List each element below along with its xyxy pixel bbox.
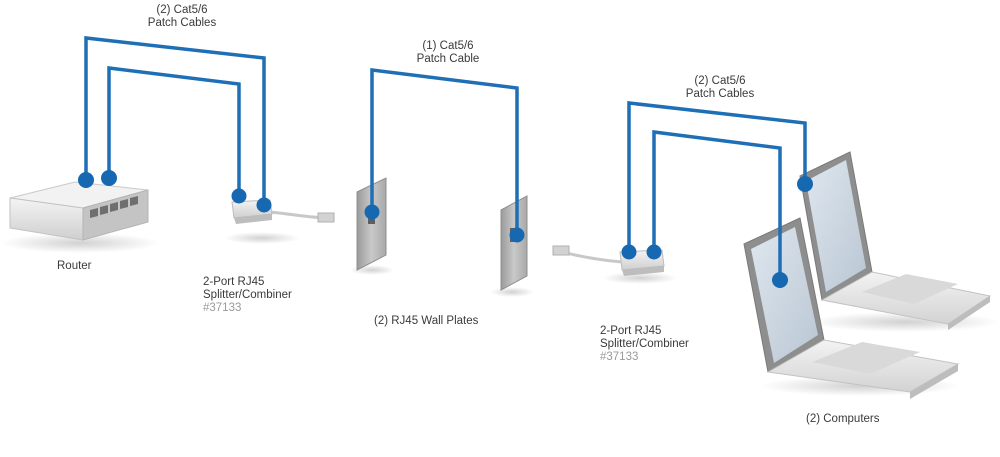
cable-router-outer (84, 36, 266, 205)
label-router-cables: (2) Cat5/6 Patch Cables (147, 4, 217, 29)
label-computer-cables: (2) Cat5/6 Patch Cables (685, 75, 755, 100)
cable-wall-link (370, 68, 519, 235)
splitter-left-name: 2-Port RJ45 Splitter/Combiner (203, 276, 292, 301)
label-wall-plates: (2) RJ45 Wall Plates (374, 315, 479, 327)
label-splitter-left: 2-Port RJ45 Splitter/Combiner #37133 (203, 276, 292, 315)
cable-computer-outer (627, 101, 807, 252)
label-wall-cable: (1) Cat5/6 Patch Cable (416, 40, 480, 65)
dot-wall-left (364, 204, 380, 220)
dot-wall-right (509, 227, 525, 243)
dot-splitter-left-2 (256, 197, 272, 213)
dot-splitter-right-2 (646, 244, 662, 260)
router-ports (90, 196, 138, 218)
splitter-left-device (224, 199, 335, 244)
cable-computer-inner (652, 130, 782, 278)
label-computers: (2) Computers (806, 413, 880, 425)
label-splitter-right: 2-Port RJ45 Splitter/Combiner #37133 (600, 325, 689, 364)
dot-splitter-left-1 (231, 188, 247, 204)
dot-router-port-1 (78, 172, 94, 188)
label-router: Router (57, 260, 92, 272)
connection-dots (78, 170, 813, 288)
cables (84, 36, 807, 278)
dot-laptop-back (797, 176, 813, 192)
splitter-right-name: 2-Port RJ45 Splitter/Combiner (600, 325, 689, 350)
router-device (0, 181, 160, 253)
dot-splitter-right-1 (621, 244, 637, 260)
cable-router-inner (107, 66, 241, 196)
dot-router-port-2 (101, 170, 117, 186)
dot-laptop-front (772, 272, 788, 288)
splitter-right-part-number: #37133 (600, 351, 639, 363)
laptop-back (799, 151, 1000, 332)
laptop-front (743, 217, 960, 399)
splitter-left-part-number: #37133 (203, 302, 242, 314)
wall-plate-right (490, 195, 534, 297)
